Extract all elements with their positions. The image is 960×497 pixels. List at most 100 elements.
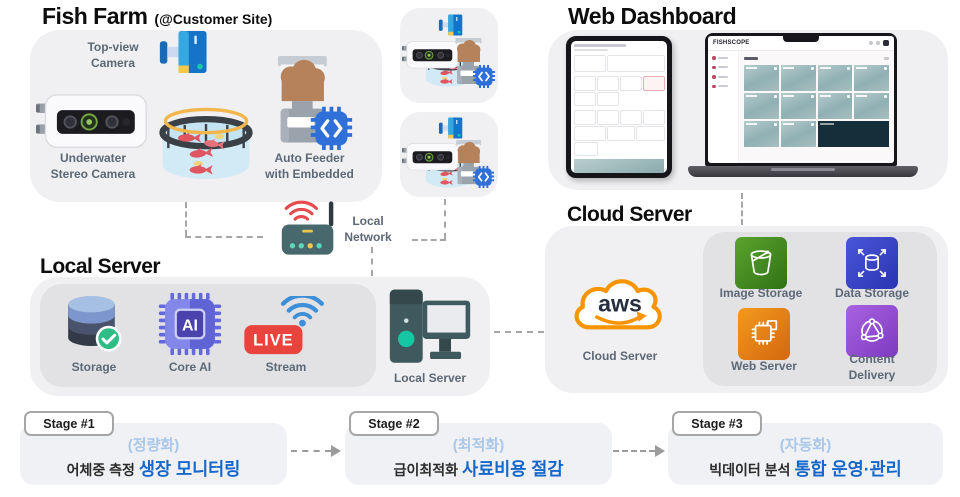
stream-label: Stream: [265, 360, 307, 374]
auto-feeder-label: Auto Feeder with Embedded: [265, 151, 354, 181]
dashboard-card-alert: [643, 76, 665, 91]
stage-3-main: 빅데이터 분석 통합 운영·관리: [709, 456, 901, 481]
dashboard-card: [620, 76, 642, 91]
sidebar-item: [712, 84, 738, 88]
storage-label: Storage: [71, 360, 117, 374]
laptop-notch: [783, 36, 819, 42]
stream-icon: LIVE: [244, 296, 324, 355]
data-storage-label: Data Storage: [834, 286, 910, 300]
mini-auto-feeder-icon: [446, 140, 496, 188]
camera-tile: [854, 65, 889, 91]
cloud-server-title-text: Cloud Server: [567, 203, 692, 226]
settings-icon: [869, 41, 873, 45]
core-ai-icon: AI: [158, 292, 222, 356]
stage-1-main: 어체중 측정 생장 모니터링: [67, 456, 241, 481]
web-dashboard-title: Web Dashboard: [568, 3, 737, 30]
camera-tile: [780, 65, 816, 91]
dashboard-card: [620, 110, 642, 125]
stage-2-highlight: 사료비용 절감: [461, 458, 564, 479]
camera-grid-header: [744, 55, 889, 62]
camera-tile: [744, 93, 779, 119]
stage-3-highlight: 통합 운영·관리: [794, 458, 902, 479]
tablet-camera-image: [574, 159, 664, 173]
aws-logo-text: aws: [598, 291, 642, 317]
stage-3-prefix: 빅데이터 분석: [709, 461, 791, 478]
stage-arrow-1-head: [331, 445, 341, 457]
mini-top-view-camera-icon: [438, 115, 466, 141]
local-network-label: Local Network: [344, 214, 392, 244]
stage-3-badge: Stage #3: [672, 411, 762, 436]
camera-tile: [780, 93, 816, 119]
web-server-label: Web Server: [731, 359, 797, 373]
dashboard-card: [574, 76, 596, 91]
laptop-sidebar: [708, 51, 739, 163]
local-server-title: Local Server: [40, 255, 161, 279]
sidebar-item: [712, 75, 738, 79]
dashboard-chart-card: [574, 126, 606, 141]
fish-farm-title: Fish Farm (@Customer Site): [42, 3, 272, 30]
laptop-app-body: [708, 51, 894, 163]
camera-tile: [744, 65, 779, 91]
local-server-computer-label: Local Server: [393, 371, 467, 385]
data-storage-icon: [846, 237, 898, 289]
cloud-server-title: Cloud Server: [567, 203, 692, 227]
camera-tile: [817, 65, 853, 91]
web-server-icon: [738, 308, 790, 360]
stage-1-highlight: 생장 모니터링: [138, 458, 241, 479]
content-delivery-label: Content Delivery: [848, 352, 896, 382]
tablet-subheader-bar: [574, 49, 608, 51]
laptop-main-area: [739, 51, 894, 163]
stage-3-category: (자동화): [779, 436, 832, 454]
dashboard-card: [636, 126, 665, 141]
connector-site-network-h: [412, 239, 446, 241]
header-action-icons: [869, 40, 889, 46]
underwater-camera-label: Underwater Stereo Camera: [50, 151, 136, 181]
stage-arrow-2-line: [613, 450, 655, 452]
stage-1-prefix: 어체중 측정: [66, 461, 135, 478]
top-view-camera-icon: [158, 26, 214, 78]
connector-network-localserver: [371, 247, 373, 276]
dashboard-card: [574, 55, 606, 72]
camera-grid: [744, 65, 889, 147]
connector-dashboard-cloud: [741, 193, 743, 225]
local-server-title-text: Local Server: [40, 255, 161, 278]
laptop-mockup: FISHSCOPE: [705, 33, 897, 166]
tablet-mockup: [566, 36, 672, 178]
laptop-display: FISHSCOPE: [708, 36, 894, 163]
stage-1-badge: Stage #1: [24, 411, 114, 436]
fish-cage-icon: [148, 86, 264, 188]
camera-tile-offline: [817, 121, 889, 147]
stage-2-main: 급이최적화 사료비용 절감: [394, 456, 564, 481]
top-view-camera-label: Top-view Camera: [87, 40, 139, 70]
camera-tile: [817, 93, 853, 119]
image-storage-label: Image Storage: [719, 286, 803, 300]
camera-tile: [854, 93, 889, 119]
local-server-computer-icon: [389, 289, 471, 363]
camera-tile: [780, 121, 816, 147]
app-logo: FISHSCOPE: [713, 40, 750, 46]
stage-arrow-2-head: [655, 445, 665, 457]
dashboard-card: [643, 110, 665, 125]
aws-cloud-label: Cloud Server: [582, 349, 658, 363]
connector-fishfarm-network-h: [185, 236, 263, 238]
core-ai-chip-text: AI: [182, 318, 198, 335]
mini-top-view-camera-icon: [438, 12, 466, 38]
storage-icon: [68, 296, 122, 352]
underwater-stereo-camera-icon: [36, 92, 150, 151]
sidebar-item: [712, 56, 738, 60]
dashboard-card: [607, 126, 635, 141]
stage-1-category: (정량화): [127, 436, 180, 454]
dashboard-card: [574, 142, 598, 156]
dashboard-card: [597, 76, 619, 91]
content-delivery-icon: [846, 305, 898, 357]
image-storage-icon: [735, 237, 787, 289]
connector-localserver-cloud: [494, 331, 544, 333]
dashboard-card: [597, 92, 619, 106]
stage-2-category: (최적화): [452, 436, 505, 454]
camera-tile: [744, 121, 779, 147]
auto-feeder-icon: [260, 56, 354, 150]
dashboard-card: [574, 110, 596, 125]
laptop-base: [688, 166, 918, 177]
dashboard-card: [607, 55, 665, 72]
